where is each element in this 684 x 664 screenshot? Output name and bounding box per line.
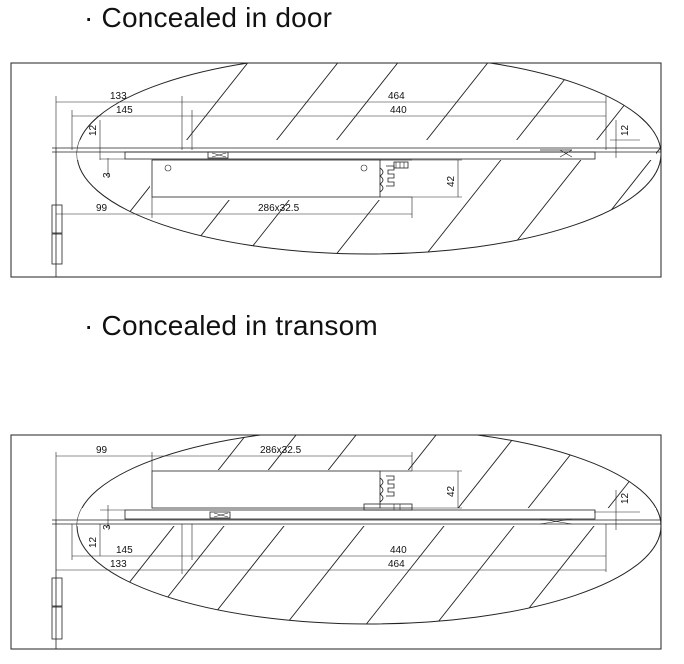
transom-drawing: 99 286x32.5 42 12 3 12 145 440 133 464: [10, 434, 662, 650]
dim-464: 464: [388, 559, 405, 570]
spring-mechanism: [379, 161, 409, 193]
drawing-frame: [10, 434, 662, 650]
dim-286x32-5: 286x32.5: [260, 445, 302, 456]
bullet: ·: [84, 310, 94, 341]
dim-3: 3: [102, 524, 113, 530]
dim-133: 133: [110, 91, 127, 102]
bullet: ·: [84, 2, 94, 33]
slide-rail: [124, 151, 596, 160]
closer-body: [151, 159, 381, 198]
dimensions: [55, 96, 640, 218]
dim-145: 145: [116, 105, 133, 116]
hatch-pattern: [77, 63, 661, 254]
hinge: [51, 204, 63, 234]
slide-rail: [124, 509, 596, 520]
dim-440: 440: [390, 545, 407, 556]
closer-body: [151, 470, 381, 509]
dim-99: 99: [96, 203, 108, 214]
title-text: Concealed in transom: [101, 310, 378, 341]
spring-mechanism: [363, 475, 413, 511]
dimension-labels: 99 286x32.5 42 12 3 12 145 440 133 464: [88, 445, 631, 570]
section-title-transom: ·Concealed in transom: [84, 310, 378, 342]
dim-133: 133: [110, 559, 127, 570]
dim-286x32-5: 286x32.5: [258, 203, 300, 214]
dim-42: 42: [446, 485, 457, 497]
hinge: [51, 577, 63, 607]
dim-440: 440: [390, 105, 407, 116]
dim-3: 3: [102, 172, 113, 178]
title-text: Concealed in door: [101, 2, 333, 33]
dim-12-left: 12: [88, 124, 99, 136]
dim-12-right: 12: [620, 492, 631, 504]
drawing-frame: [10, 62, 662, 278]
dimension-labels: 133 464 145 440 12 12 3 42 99 286x32.5: [88, 91, 631, 214]
door-drawing: 133 464 145 440 12 12 3 42 99 286x32.5: [10, 62, 662, 278]
hatch-pattern: [77, 435, 661, 624]
dim-12-left: 12: [88, 536, 99, 548]
dim-464: 464: [388, 91, 405, 102]
dim-145: 145: [116, 545, 133, 556]
dim-99: 99: [96, 445, 108, 456]
dimensions: [55, 452, 640, 574]
dim-12-right: 12: [620, 124, 631, 136]
dim-42: 42: [446, 175, 457, 187]
section-title-door: ·Concealed in door: [84, 2, 332, 34]
